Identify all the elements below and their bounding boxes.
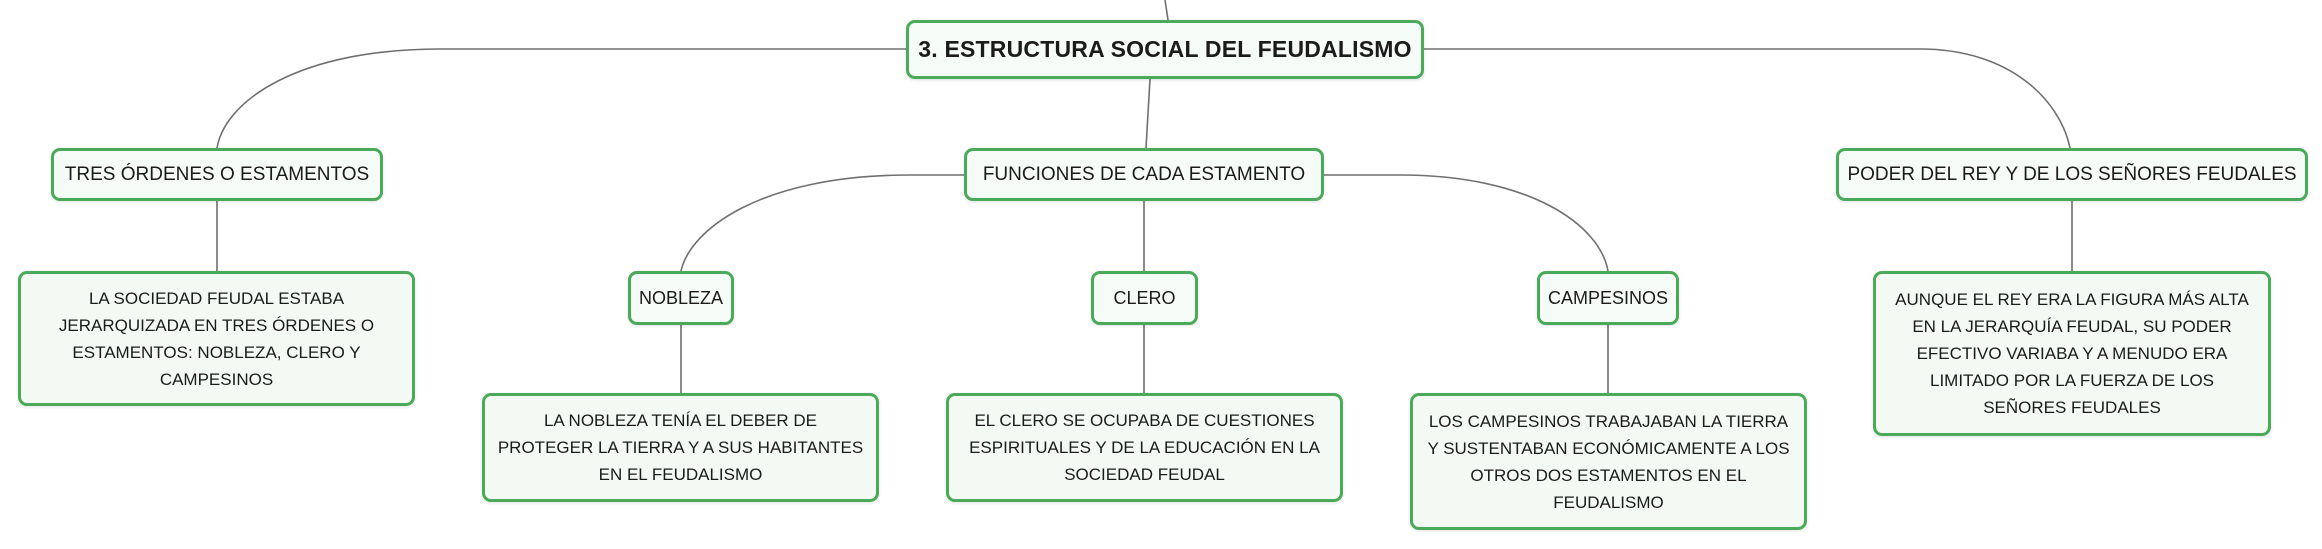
connector-root-to-poder bbox=[1424, 48, 2071, 149]
subtopic-nobleza-label: NOBLEZA bbox=[638, 287, 724, 308]
root-topic[interactable]: 3. ESTRUCTURA SOCIAL DEL FEUDALISMO bbox=[906, 20, 1424, 79]
subtopic-clero[interactable]: CLERO bbox=[1091, 271, 1198, 325]
subtopic-campesinos[interactable]: CAMPESINOS bbox=[1537, 271, 1679, 325]
note-campesinos-text: LOS CAMPESINOS TRABAJABAN LA TIERRA Y SU… bbox=[1427, 411, 1790, 512]
connector-root-parent-stub bbox=[1164, 0, 1169, 21]
subtopic-nobleza[interactable]: NOBLEZA bbox=[628, 271, 734, 325]
note-tres-ordenes-text: LA SOCIEDAD FEUDAL ESTABA JERARQUIZADA E… bbox=[58, 288, 375, 389]
topic-poder-rey-label: PODER DEL REY Y DE LOS SEÑORES FEUDALES bbox=[1847, 163, 2297, 185]
root-topic-label: 3. ESTRUCTURA SOCIAL DEL FEUDALISMO bbox=[918, 36, 1412, 62]
note-clero-text: EL CLERO SE OCUPABA DE CUESTIONES ESPIRI… bbox=[969, 411, 1320, 484]
topic-poder-rey[interactable]: PODER DEL REY Y DE LOS SEÑORES FEUDALES bbox=[1836, 148, 2308, 201]
connector-funciones-to-nobleza bbox=[680, 174, 964, 272]
topic-tres-ordenes[interactable]: TRES ÓRDENES O ESTAMENTOS bbox=[51, 148, 383, 201]
connector-root-to-ordenes bbox=[216, 48, 906, 149]
connector-root-to-funciones bbox=[1145, 78, 1151, 149]
topic-funciones-estamento[interactable]: FUNCIONES DE CADA ESTAMENTO bbox=[964, 148, 1324, 201]
note-nobleza-text: LA NOBLEZA TENÍA EL DEBER DE PROTEGER LA… bbox=[497, 411, 864, 484]
topic-tres-ordenes-label: TRES ÓRDENES O ESTAMENTOS bbox=[64, 163, 370, 185]
note-clero[interactable]: EL CLERO SE OCUPABA DE CUESTIONES ESPIRI… bbox=[946, 393, 1343, 502]
note-poder-rey-text: AUNQUE EL REY ERA LA FIGURA MÁS ALTA EN … bbox=[1895, 290, 2249, 417]
topic-funciones-estamento-label: FUNCIONES DE CADA ESTAMENTO bbox=[982, 163, 1306, 185]
note-campesinos[interactable]: LOS CAMPESINOS TRABAJABAN LA TIERRA Y SU… bbox=[1410, 393, 1807, 530]
note-tres-ordenes[interactable]: LA SOCIEDAD FEUDAL ESTABA JERARQUIZADA E… bbox=[18, 271, 415, 406]
note-poder-rey[interactable]: AUNQUE EL REY ERA LA FIGURA MÁS ALTA EN … bbox=[1873, 271, 2271, 436]
note-nobleza[interactable]: LA NOBLEZA TENÍA EL DEBER DE PROTEGER LA… bbox=[482, 393, 879, 502]
subtopic-campesinos-label: CAMPESINOS bbox=[1547, 287, 1669, 308]
subtopic-clero-label: CLERO bbox=[1113, 287, 1176, 308]
connector-funciones-to-campesinos bbox=[1324, 174, 1609, 272]
